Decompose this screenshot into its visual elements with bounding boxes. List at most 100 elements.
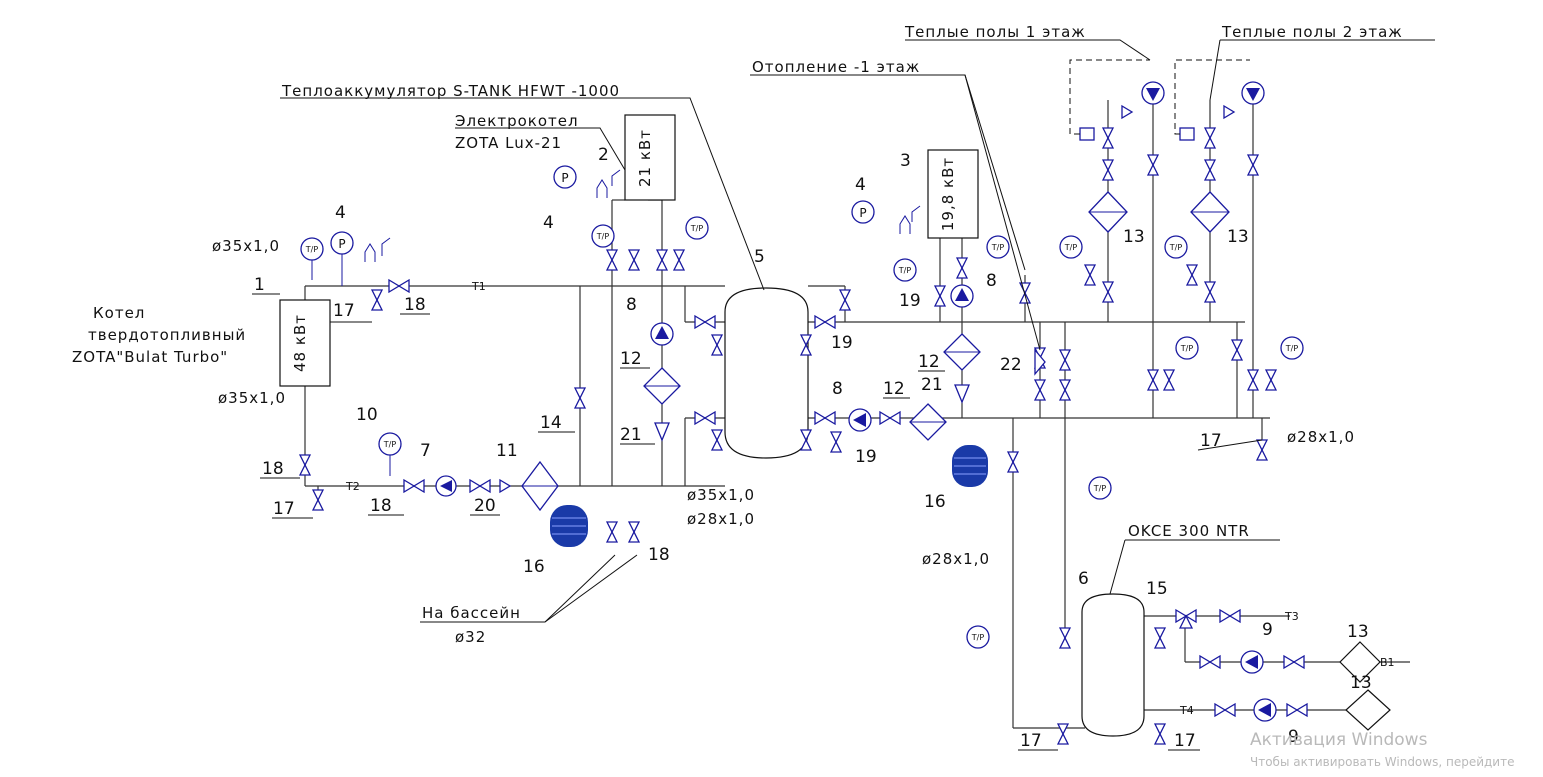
thermo-manometer-icon: T/P	[1164, 235, 1188, 259]
callout-22: 22	[1000, 355, 1022, 375]
thermo-manometer-icon: T/P	[300, 237, 324, 280]
callout-18-a: 18	[404, 295, 426, 315]
pump-icon	[848, 408, 872, 432]
pipe-d28-low: ø28x1,0	[922, 550, 990, 568]
pump-icon	[1253, 698, 1277, 722]
callout-3: 3	[900, 151, 911, 171]
callout-20: 20	[474, 496, 496, 516]
heat-exchanger-icon	[943, 333, 981, 371]
dhw-tank	[1081, 593, 1145, 737]
callout-9-a: 9	[1262, 620, 1273, 640]
callout-15: 15	[1146, 579, 1168, 599]
pipe-d35-mid: ø35x1,0	[687, 486, 755, 504]
thermo-manometer-icon: T/P	[1059, 235, 1083, 259]
callout-4-b: 4	[543, 213, 554, 233]
pipe-b1: B1	[1380, 656, 1395, 669]
balancing-valve-icon	[1034, 348, 1046, 376]
heat-accumulator-tank	[724, 287, 809, 459]
callout-21-b: 21	[921, 375, 943, 395]
okce-label: OKCE 300 NTR	[1128, 522, 1250, 540]
callout-8-b: 8	[986, 271, 997, 291]
callout-19-a: 19	[899, 291, 921, 311]
labels: Теплоаккумулятор S-TANK HFWT -1000 Элект…	[72, 23, 1402, 717]
callout-underlines	[252, 293, 1263, 751]
pump-icon	[950, 284, 974, 308]
manometer-icon: P	[553, 165, 577, 189]
tp-gauge-label: T/P	[1093, 484, 1107, 493]
heating-minus1-label: Отопление -1 этаж	[752, 58, 920, 76]
callout-16-b: 16	[924, 492, 946, 512]
pipe-d28-mid: ø28x1,0	[687, 510, 755, 528]
callout-13-a: 13	[1123, 227, 1145, 247]
callout-4-a: 4	[335, 203, 346, 223]
solid-boiler-label-1: Котел	[93, 304, 145, 322]
callout-16-a: 16	[523, 557, 545, 577]
ball-valve-icon	[298, 104, 1308, 745]
thermo-manometer-icon: T/P	[378, 432, 402, 476]
callout-17-a: 17	[333, 301, 355, 321]
equipment: 48 кВт 21 кВт 19,8 кВт	[279, 81, 1391, 737]
heat-exchanger-icon	[909, 403, 947, 441]
tp-gauge-label: T/P	[1169, 243, 1183, 252]
tp-gauge-label: T/P	[898, 266, 912, 275]
callout-9-b: 9	[1288, 727, 1299, 747]
heat-exchanger-icon	[643, 367, 681, 405]
warm-floors-1-label: Теплые полы 1 этаж	[904, 23, 1086, 41]
pump-icon	[1241, 81, 1265, 105]
thermostat-icon	[1179, 127, 1195, 141]
boiler-48-power: 48 кВт	[291, 314, 309, 372]
thermo-manometer-icon: T/P	[1175, 336, 1199, 360]
manometer-icon: P	[330, 231, 354, 286]
callout-21-a: 21	[620, 425, 642, 445]
heat-exchanger-icon	[1190, 191, 1230, 233]
callout-1: 1	[254, 275, 265, 295]
thermo-manometer-icon: T/P	[1088, 476, 1112, 500]
leader-lines	[280, 39, 1435, 623]
manometer-icon: P	[851, 200, 875, 224]
check-valve-icon	[499, 478, 512, 494]
callout-6: 6	[1078, 569, 1089, 589]
pipe-t3: T3	[1284, 610, 1299, 623]
thermo-manometer-icon: T/P	[591, 224, 615, 248]
callout-19-c: 19	[855, 447, 877, 467]
expansion-tank-icon	[550, 505, 588, 547]
watermark-subtitle: Чтобы активировать Windows, перейдите	[1250, 755, 1515, 769]
callout-18-c: 18	[370, 496, 392, 516]
pipe-d28-right: ø28x1,0	[1287, 428, 1355, 446]
callout-18-b: 18	[262, 459, 284, 479]
pipe-t1: T1	[471, 280, 486, 293]
callout-13-b: 13	[1227, 227, 1249, 247]
callout-17-d: 17	[1020, 731, 1042, 751]
callout-2: 2	[598, 145, 609, 165]
pipe-d35-top: ø35x1,0	[212, 237, 280, 255]
thermo-manometer-icon: T/P	[1280, 336, 1304, 360]
tp-gauge-label: T/P	[971, 633, 985, 642]
heat-exchanger-icon	[1339, 641, 1381, 683]
callout-12-c: 12	[883, 379, 905, 399]
svg-text:P: P	[561, 171, 568, 185]
three-way-valve-icon	[1175, 608, 1197, 629]
heat-exchanger-icon	[1345, 689, 1391, 731]
callout-13-c: 13	[1347, 622, 1369, 642]
solid-boiler-label-2: твердотопливный	[88, 326, 246, 344]
tp-gauge-label: T/P	[596, 232, 610, 241]
boiler-198-power: 19,8 кВт	[939, 157, 957, 231]
pump-icon	[650, 322, 674, 346]
pump-icon	[1240, 650, 1264, 674]
callout-12-a: 12	[620, 349, 642, 369]
pipe-t4: T4	[1179, 704, 1194, 717]
valves	[298, 104, 1308, 745]
thermostat-icon	[1079, 127, 1095, 141]
pool-diameter-label: ø32	[455, 628, 486, 646]
boiler-21-power: 21 кВт	[636, 129, 654, 187]
svg-text:P: P	[859, 206, 866, 220]
callout-18-d: 18	[648, 545, 670, 565]
callout-5: 5	[754, 247, 765, 267]
callout-19-b: 19	[831, 333, 853, 353]
boiler-19-8	[927, 149, 979, 239]
thermo-manometer-icon: T/P	[966, 625, 990, 649]
instruments: T/P P P P T/P T/P T/P T/P T/P T/P T/P T/…	[300, 59, 1304, 649]
solid-fuel-boiler	[279, 299, 331, 387]
electric-boiler-label-1: Электрокотел	[455, 112, 579, 130]
